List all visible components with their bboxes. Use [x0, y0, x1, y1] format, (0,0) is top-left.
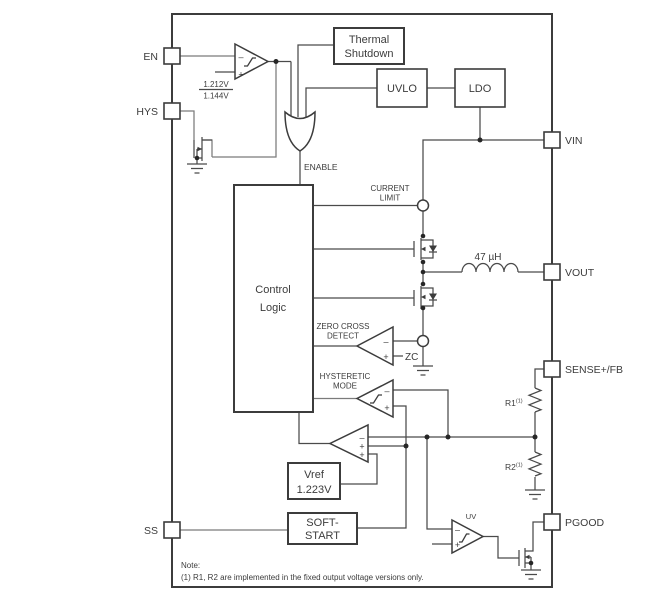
high-side-mosfet-icon — [413, 238, 437, 260]
hyst-plus: + — [384, 403, 389, 413]
note-title: Note: — [181, 561, 200, 570]
r1-label: R1(1) — [505, 398, 523, 408]
zc-net-label: ZC — [405, 352, 418, 363]
r1-resistor: R1(1) — [505, 387, 543, 413]
uv-minus: – — [455, 525, 460, 535]
or-gate — [284, 110, 316, 152]
soft-start-label: SOFT- — [306, 517, 339, 529]
uvlo-block: UVLO — [376, 68, 428, 108]
current-limit-label2: LIMIT — [380, 194, 401, 203]
vref-value: 1.223V — [297, 484, 333, 496]
thermal-shutdown-label2: Shutdown — [345, 48, 394, 60]
err-plus1: + — [359, 442, 364, 452]
pin-vout: VOUT — [543, 263, 595, 281]
zero-cross-label: ZERO CROSS — [317, 322, 370, 331]
chip-border — [171, 13, 553, 588]
ground-icon-pgood — [521, 569, 541, 580]
note-body: (1) R1, R2 are implemented in the fixed … — [181, 573, 424, 582]
zc-sensor — [416, 334, 430, 348]
control-logic-label2: Logic — [260, 302, 287, 314]
r2-label: R2(1) — [505, 462, 523, 472]
note: Note: (1) R1, R2 are implemented in the … — [181, 561, 424, 582]
bulk-arrow-icon — [525, 554, 530, 560]
thermal-shutdown-label: Thermal — [349, 34, 389, 46]
pgood-mosfet-icon — [518, 548, 532, 570]
pin-pgood-label: PGOOD — [565, 517, 605, 529]
hysteresis-icon — [244, 57, 256, 67]
pin-en-label: EN — [143, 51, 158, 63]
wires — [180, 44, 544, 559]
inductor-icon: 47 µH — [461, 252, 519, 273]
pin-ss-label: SS — [144, 525, 158, 537]
pin-sense-fb-label: SENSE+/FB — [565, 364, 623, 376]
hysteretic-label: HYSTERETIC — [320, 372, 371, 381]
r2-resistor: R2(1) — [505, 451, 543, 477]
junction-dots — [194, 59, 538, 566]
err-minus: – — [359, 433, 364, 443]
pin-pgood: PGOOD — [543, 513, 605, 531]
hysteresis-icon — [459, 533, 470, 543]
en-comp-minus: – — [238, 52, 243, 62]
err-plus2: + — [359, 450, 364, 460]
hysteretic-comparator: – + HYSTERETIC MODE — [320, 372, 394, 419]
hyst-minus: – — [384, 386, 389, 396]
pin-hys-label: HYS — [136, 106, 158, 118]
thermal-shutdown-block: Thermal Shutdown — [333, 27, 405, 65]
vref-block: Vref 1.223V — [287, 462, 341, 500]
soft-start-block: SOFT- START — [287, 512, 358, 545]
low-side-mosfet-icon — [413, 286, 437, 309]
zero-cross-comparator: – + ZERO CROSS DETECT ZC — [317, 322, 418, 367]
pin-vout-label: VOUT — [565, 267, 595, 279]
control-logic-label: Control — [255, 284, 290, 296]
error-comparator: – + + — [328, 423, 369, 464]
pin-sense-fb: SENSE+/FB — [543, 360, 623, 378]
current-limit-label: CURRENT — [370, 184, 409, 193]
en-comp-plus: + — [238, 70, 243, 80]
pin-vin-label: VIN — [565, 135, 583, 147]
ground-icon-zc — [413, 365, 433, 376]
hysteresis-icon — [370, 394, 382, 404]
pin-hys: HYS — [136, 102, 181, 120]
bulk-arrow-icon — [197, 146, 202, 152]
uv-plus: + — [455, 540, 460, 550]
soft-start-label2: START — [305, 530, 340, 542]
current-limit-sensor: CURRENT LIMIT — [370, 184, 430, 212]
hysteretic-label2: MODE — [333, 382, 357, 391]
vref-label: Vref — [304, 469, 325, 481]
ground-icon-hys — [187, 163, 207, 174]
zc-minus: – — [383, 337, 388, 347]
pin-en: EN — [143, 47, 181, 65]
ldo-label: LDO — [469, 83, 492, 95]
enable-net-label: ENABLE — [304, 162, 338, 172]
pin-vin: VIN — [543, 131, 583, 149]
zero-cross-label2: DETECT — [327, 332, 359, 341]
en-comparator: – + 1.212V 1.144V — [203, 42, 270, 101]
uv-label: UV — [466, 512, 476, 521]
zc-plus: + — [383, 352, 388, 362]
inductor-value: 47 µH — [475, 252, 502, 263]
ground-icon-r2 — [525, 489, 545, 500]
uvlo-label: UVLO — [387, 83, 417, 95]
ldo-block: LDO — [454, 68, 506, 108]
pin-ss: SS — [144, 521, 181, 539]
en-threshold-falling: 1.144V — [203, 92, 229, 101]
uv-comparator: – + UV — [451, 512, 485, 555]
control-logic-block: Control Logic — [233, 184, 314, 413]
en-threshold-rising: 1.212V — [203, 80, 229, 89]
